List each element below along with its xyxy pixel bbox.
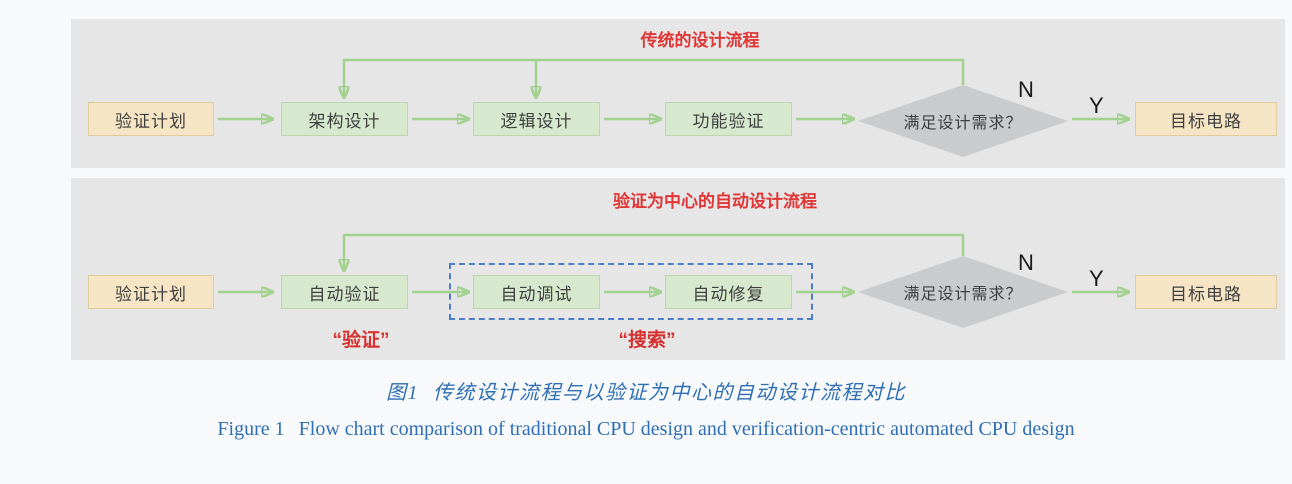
node-auto-debug: 自动调试	[473, 275, 600, 309]
figure-caption-zh: 图1 传统设计流程与以验证为中心的自动设计流程对比	[24, 380, 1268, 406]
flow-title-automated: 验证为中心的自动设计流程	[613, 192, 817, 211]
panel-automated-flow: 验证为中心的自动设计流程 验证计划 自动验证 自动调试 自动修复 满足设计需求？…	[71, 178, 1285, 360]
branch-label-no: N	[1018, 77, 1034, 102]
branch-label-no: N	[1018, 250, 1034, 275]
node-verification-plan: 验证计划	[88, 102, 214, 136]
panel-traditional-flow: 传统的设计流程 验证计划 架构设计 逻辑设计 功能验证 满足设计需求？ 目标电路…	[71, 19, 1285, 168]
connectors-automated-svg	[218, 233, 1285, 360]
connectors-traditional-svg	[218, 58, 1285, 168]
node-verification-plan: 验证计划	[88, 275, 214, 309]
figure-caption-en-number: Figure 1	[217, 418, 285, 440]
node-target-circuit: 目标电路	[1135, 102, 1277, 136]
node-auto-repair: 自动修复	[665, 275, 792, 309]
branch-label-yes: Y	[1089, 93, 1104, 118]
figure-caption-zh-number: 图1	[386, 382, 419, 404]
node-logic-design: 逻辑设计	[473, 102, 600, 136]
tag-verification: “验证”	[332, 330, 390, 351]
node-architecture-design: 架构设计	[281, 102, 408, 136]
figure-caption-en-text: Flow chart comparison of traditional CPU…	[298, 418, 1075, 440]
figure-caption-en: Figure 1 Flow chart comparison of traditi…	[24, 416, 1268, 442]
tag-search: “搜索”	[618, 330, 676, 351]
node-target-circuit: 目标电路	[1135, 275, 1277, 309]
branch-label-yes: Y	[1089, 266, 1104, 291]
node-auto-verification: 自动验证	[281, 275, 408, 309]
search-stage-dashed-box	[449, 263, 813, 320]
node-functional-verification: 功能验证	[665, 102, 792, 136]
flow-title-traditional: 传统的设计流程	[640, 31, 760, 50]
figure-caption-zh-text: 传统设计流程与以验证为中心的自动设计流程对比	[433, 382, 906, 404]
